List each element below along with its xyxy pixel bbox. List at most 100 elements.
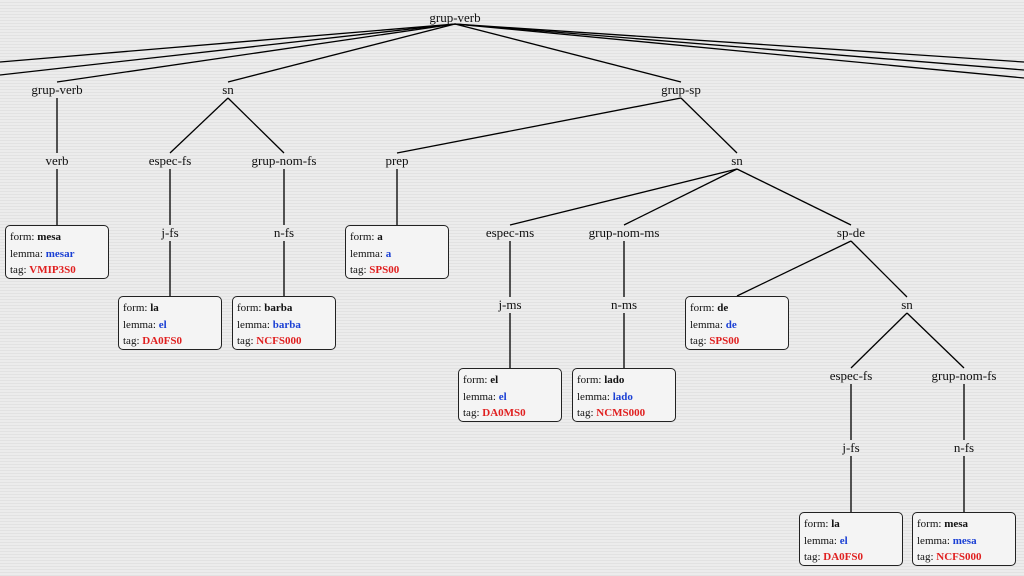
tag-value: DA0MS0 xyxy=(482,407,526,419)
form-label: form: xyxy=(917,518,942,530)
node-sn[interactable]: sn xyxy=(901,297,913,312)
leaf-box[interactable]: form: mesa lemma: mesa tag: NCFS000 xyxy=(912,512,1016,566)
node-grup-nom-fs[interactable]: grup-nom-fs xyxy=(251,153,317,168)
node-espec-ms[interactable]: espec-ms xyxy=(485,225,535,240)
lemma-label: lemma: xyxy=(804,534,837,547)
edge xyxy=(850,312,908,369)
node-grup-verb[interactable]: grup-verb xyxy=(31,82,83,97)
lemma-value: mesar xyxy=(45,247,75,260)
edge xyxy=(454,23,682,83)
node-grup-sp[interactable]: grup-sp xyxy=(661,82,701,97)
node-prep[interactable]: prep xyxy=(385,153,409,168)
lemma-label: lemma: xyxy=(237,318,270,331)
leaf-box[interactable]: form: la lemma: el tag: DA0FS0 xyxy=(799,512,903,566)
form-value: la xyxy=(150,302,159,314)
edge xyxy=(454,23,1024,71)
edge xyxy=(623,168,738,226)
tag-value: SPS00 xyxy=(369,264,400,276)
node-espec-fs[interactable]: espec-fs xyxy=(148,153,192,168)
edge xyxy=(509,168,738,226)
tag-value: NCFS000 xyxy=(256,335,302,347)
edge xyxy=(906,312,965,369)
node-sn[interactable]: sn xyxy=(222,82,234,97)
form-label: form: xyxy=(804,518,829,530)
node-espec-fs[interactable]: espec-fs xyxy=(829,368,873,383)
form-label: form: xyxy=(10,231,35,243)
tag-label: tag: xyxy=(123,335,140,347)
node-n-fs[interactable]: n-fs xyxy=(953,440,975,455)
form-label: form: xyxy=(577,374,602,386)
leaf-box[interactable]: form: de lemma: de tag: SPS00 xyxy=(685,296,789,350)
tag-label: tag: xyxy=(690,335,707,347)
form-value: de xyxy=(717,302,729,314)
lemma-label: lemma: xyxy=(123,318,156,331)
tag-value: DA0FS0 xyxy=(823,551,863,563)
lemma-value: mesa xyxy=(952,534,977,547)
tag-label: tag: xyxy=(804,551,821,563)
node-n-ms[interactable]: n-ms xyxy=(611,297,637,312)
tag-label: tag: xyxy=(237,335,254,347)
lemma-value: el xyxy=(498,390,507,403)
form-label: form: xyxy=(690,302,715,314)
edge xyxy=(680,97,738,154)
edge xyxy=(56,23,456,83)
node-grup-nom-ms[interactable]: grup-nom-ms xyxy=(588,225,660,240)
edge xyxy=(736,168,852,226)
lemma-label: lemma: xyxy=(577,390,610,403)
edge xyxy=(169,97,229,154)
node-n-fs[interactable]: n-fs xyxy=(273,225,295,240)
tag-value: NCFS000 xyxy=(936,551,982,563)
tag-value: NCMS000 xyxy=(596,407,646,419)
lemma-label: lemma: xyxy=(10,247,43,260)
lemma-label: lemma: xyxy=(917,534,950,547)
leaf-box[interactable]: form: a lemma: a tag: SPS00 xyxy=(345,225,449,279)
edge xyxy=(227,97,285,154)
lemma-value: lado xyxy=(612,390,633,403)
edge xyxy=(454,23,1024,63)
node-j-fs[interactable]: j-fs xyxy=(842,440,860,455)
form-value: a xyxy=(377,231,383,243)
form-label: form: xyxy=(350,231,375,243)
node-j-fs[interactable]: j-fs xyxy=(161,225,179,240)
lemma-label: lemma: xyxy=(690,318,723,331)
form-value: barba xyxy=(264,302,293,314)
node-sn[interactable]: sn xyxy=(731,153,743,168)
edge xyxy=(0,23,456,76)
lemma-value: el xyxy=(839,534,848,547)
edge xyxy=(396,97,682,154)
root-node[interactable]: grup-verb xyxy=(429,10,481,25)
form-label: form: xyxy=(463,374,488,386)
edge xyxy=(227,23,456,83)
node-sp-de[interactable]: sp-de xyxy=(836,225,866,240)
edge xyxy=(0,23,456,63)
form-value: el xyxy=(490,374,499,386)
lemma-label: lemma: xyxy=(350,247,383,260)
node-j-ms[interactable]: j-ms xyxy=(498,297,522,312)
tag-label: tag: xyxy=(350,264,367,276)
form-value: mesa xyxy=(944,518,969,530)
form-value: mesa xyxy=(37,231,62,243)
tag-value: SPS00 xyxy=(709,335,740,347)
edge xyxy=(850,240,908,298)
tag-value: VMIP3S0 xyxy=(29,264,76,276)
form-label: form: xyxy=(123,302,148,314)
form-value: la xyxy=(831,518,840,530)
form-value: lado xyxy=(604,374,625,386)
tag-label: tag: xyxy=(10,264,27,276)
tag-label: tag: xyxy=(917,551,934,563)
leaf-box[interactable]: form: lado lemma: lado tag: NCMS000 xyxy=(572,368,676,422)
leaf-box[interactable]: form: mesa lemma: mesar tag: VMIP3S0 xyxy=(5,225,109,279)
lemma-value: de xyxy=(725,318,737,331)
leaf-box[interactable]: form: el lemma: el tag: DA0MS0 xyxy=(458,368,562,422)
form-label: form: xyxy=(237,302,262,314)
leaf-box[interactable]: form: barba lemma: barba tag: NCFS000 xyxy=(232,296,336,350)
leaf-box[interactable]: form: la lemma: el tag: DA0FS0 xyxy=(118,296,222,350)
node-verb[interactable]: verb xyxy=(45,153,69,168)
tag-label: tag: xyxy=(463,407,480,419)
lemma-value: el xyxy=(158,318,167,331)
lemma-label: lemma: xyxy=(463,390,496,403)
lemma-value: barba xyxy=(272,318,301,331)
edge xyxy=(454,23,1024,79)
node-grup-nom-fs[interactable]: grup-nom-fs xyxy=(931,368,997,383)
